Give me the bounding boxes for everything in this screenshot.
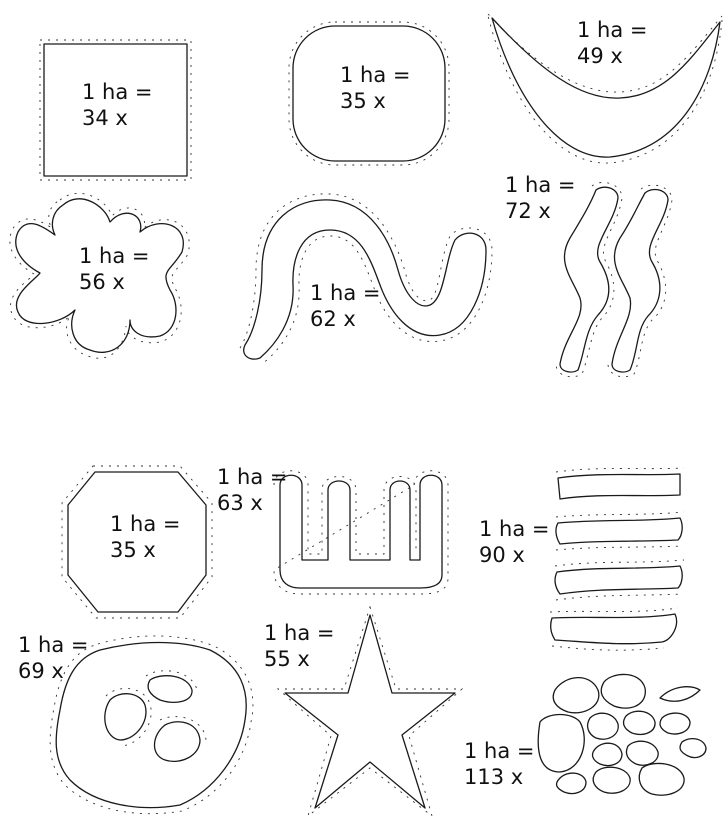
- scattered-patches-shape: [538, 674, 706, 795]
- label-zigzag-pair: 1 ha =72 x: [505, 172, 576, 224]
- label-line-2: 69 x: [18, 658, 89, 684]
- label-line-1: 1 ha =: [479, 516, 550, 542]
- label-line-2: 72 x: [505, 198, 576, 224]
- label-line-1: 1 ha =: [340, 62, 411, 88]
- label-line-1: 1 ha =: [264, 620, 335, 646]
- comb-shape: [274, 471, 448, 594]
- label-line-2: 55 x: [264, 646, 335, 672]
- label-square: 1 ha =34 x: [82, 79, 153, 131]
- snake-shape: [240, 194, 492, 364]
- strips-shape: [550, 468, 684, 650]
- label-line-1: 1 ha =: [310, 280, 381, 306]
- label-line-1: 1 ha =: [79, 243, 150, 269]
- label-line-1: 1 ha =: [577, 17, 648, 43]
- label-line-1: 1 ha =: [464, 738, 535, 764]
- label-holey-patch: 1 ha =69 x: [18, 632, 89, 684]
- label-star: 1 ha =55 x: [264, 620, 335, 672]
- label-rounded-square: 1 ha =35 x: [340, 62, 411, 114]
- label-line-1: 1 ha =: [82, 79, 153, 105]
- label-line-2: 35 x: [110, 537, 181, 563]
- label-snake: 1 ha =62 x: [310, 280, 381, 332]
- label-line-1: 1 ha =: [505, 172, 576, 198]
- label-scattered-patches: 1 ha =113 x: [464, 738, 535, 790]
- label-strips: 1 ha =90 x: [479, 516, 550, 568]
- label-line-2: 34 x: [82, 105, 153, 131]
- label-line-2: 49 x: [577, 43, 648, 69]
- label-line-1: 1 ha =: [217, 464, 288, 490]
- label-blob: 1 ha =56 x: [79, 243, 150, 295]
- label-line-1: 1 ha =: [110, 511, 181, 537]
- label-crescent: 1 ha =49 x: [577, 17, 648, 69]
- label-line-2: 35 x: [340, 88, 411, 114]
- label-line-2: 56 x: [79, 269, 150, 295]
- label-line-2: 63 x: [217, 490, 288, 516]
- label-line-2: 62 x: [310, 306, 381, 332]
- label-line-1: 1 ha =: [18, 632, 89, 658]
- label-octagon: 1 ha =35 x: [110, 511, 181, 563]
- label-comb: 1 ha =63 x: [217, 464, 288, 516]
- label-line-2: 113 x: [464, 764, 535, 790]
- label-line-2: 90 x: [479, 542, 550, 568]
